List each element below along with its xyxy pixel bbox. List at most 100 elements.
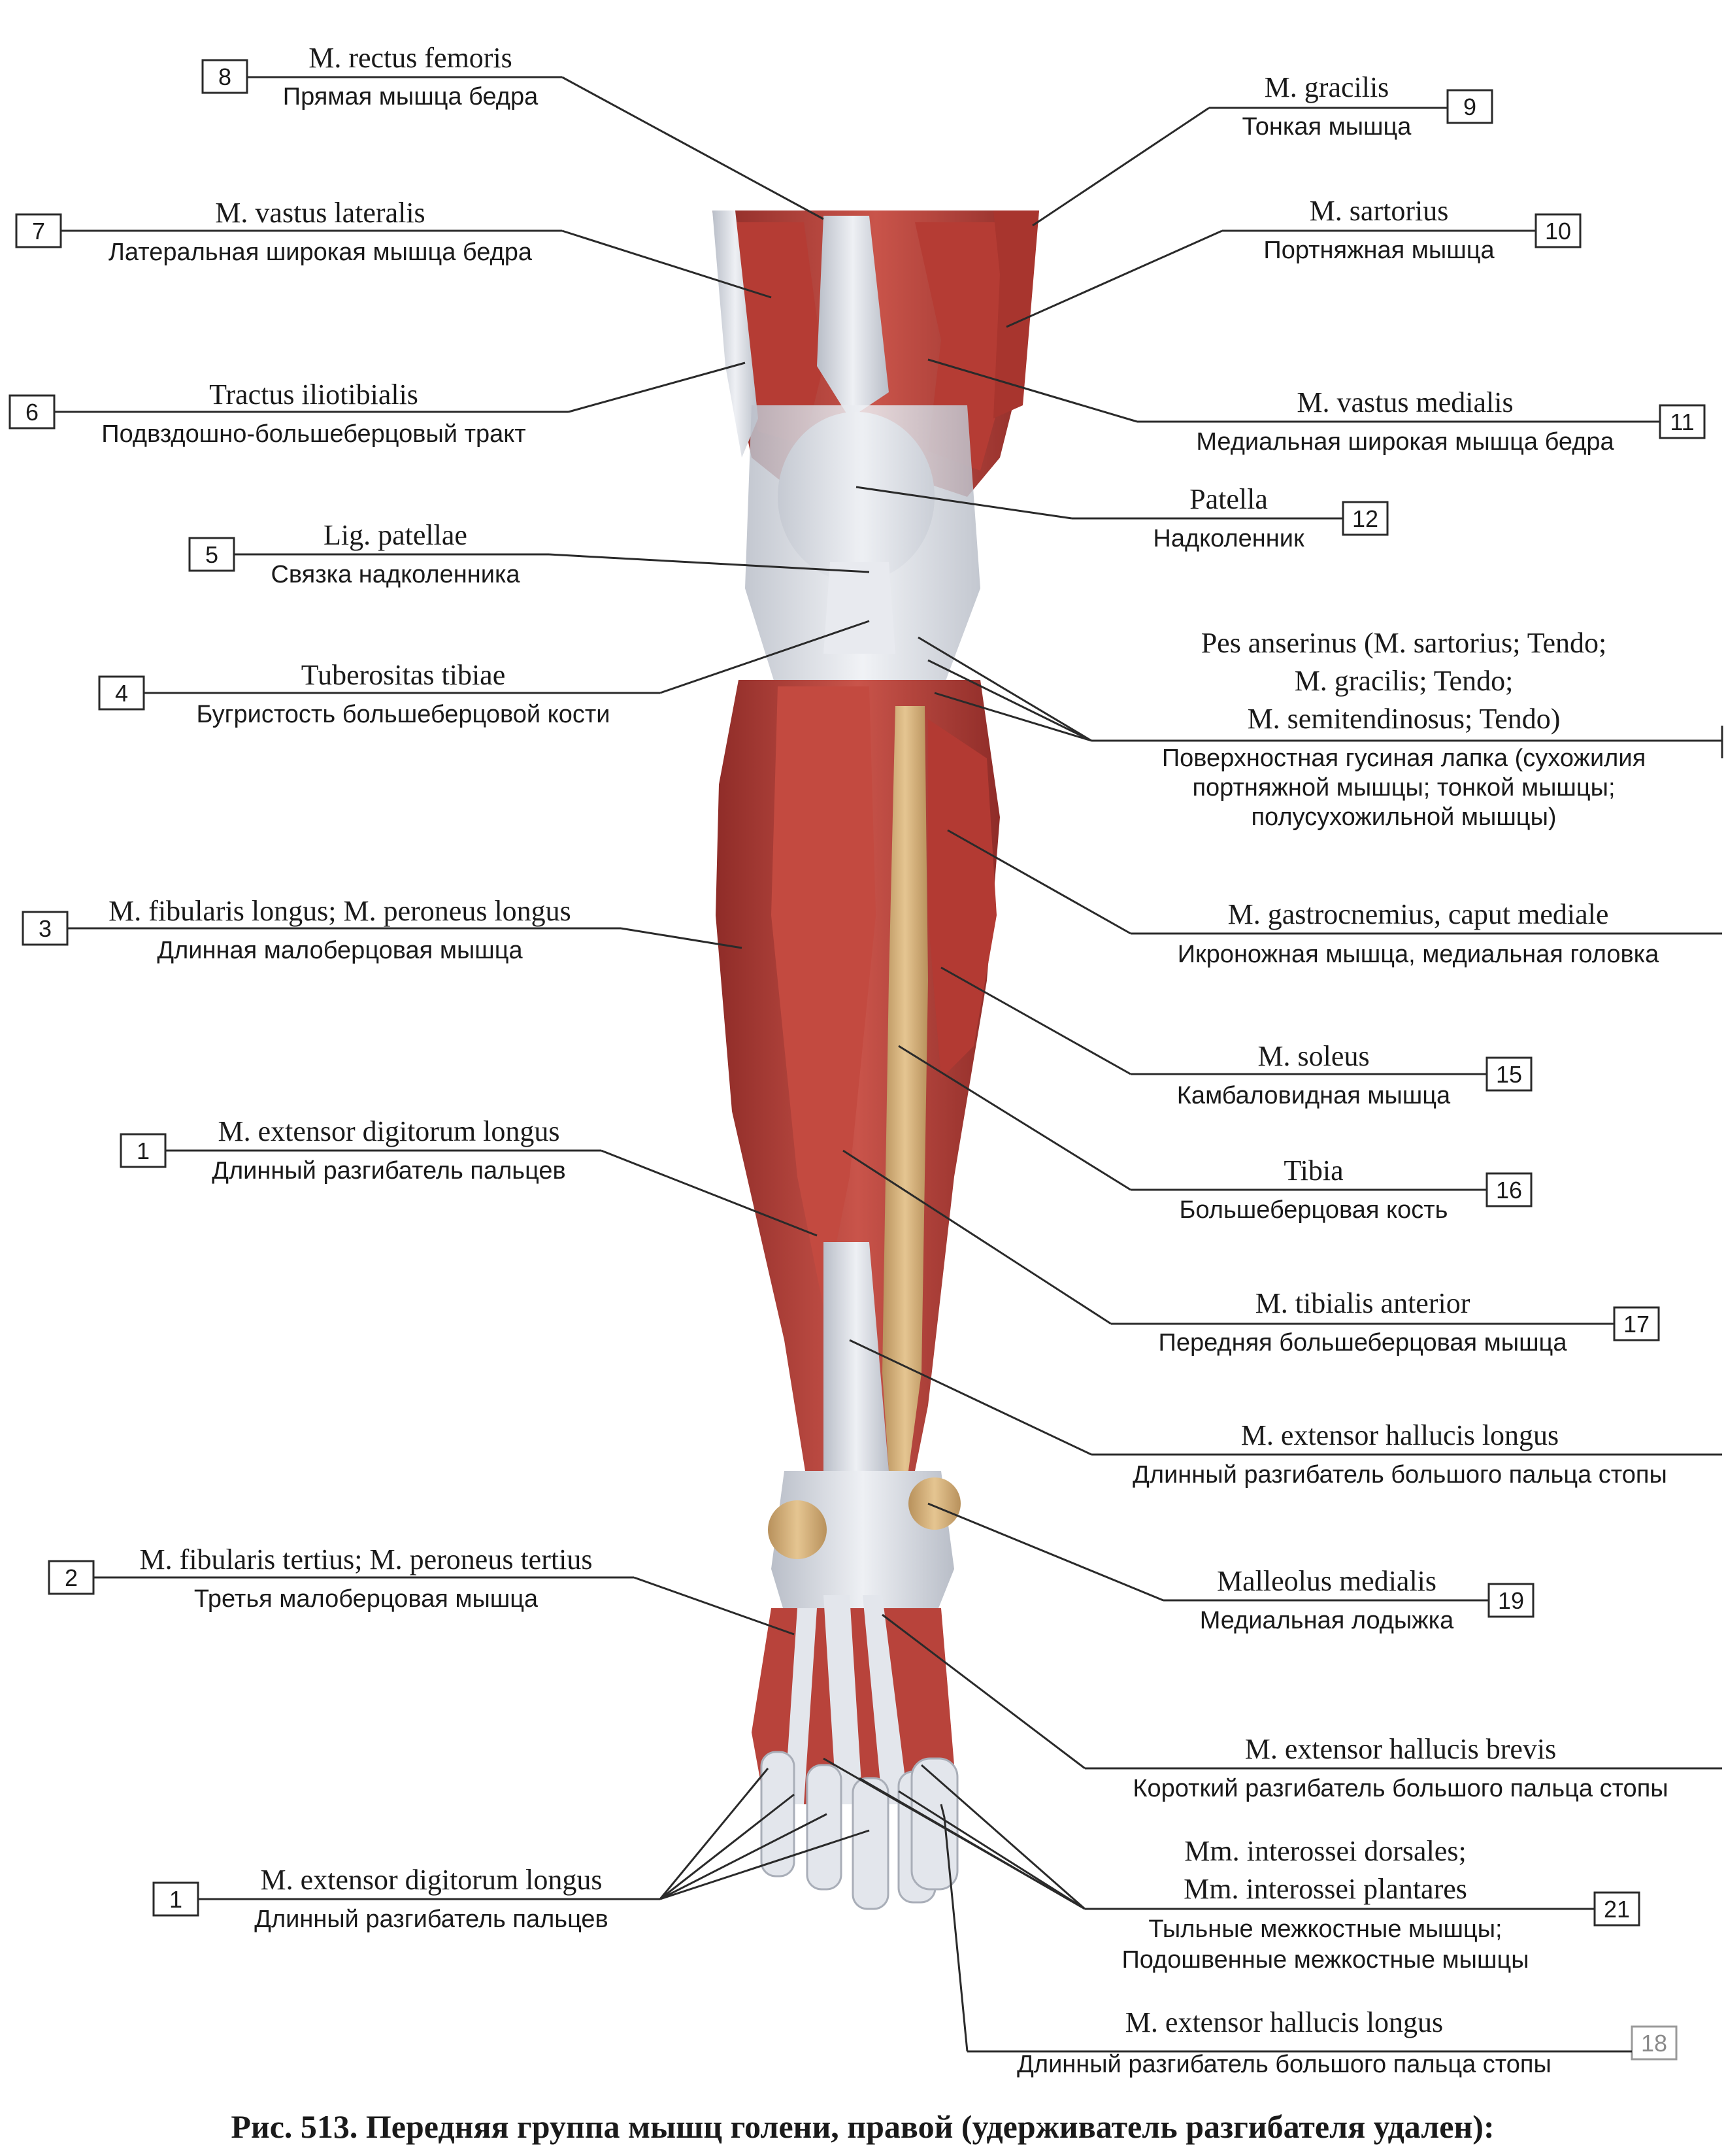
label-russian: Латеральная широкая мышца бедра	[108, 239, 533, 266]
figure-caption: Рис. 513. Передняя группа мышц голени, п…	[231, 2108, 1494, 2145]
label-number: 9	[1463, 93, 1476, 120]
label-number: 4	[115, 680, 128, 707]
label-russian: Икроножная мышца, медиальная головка	[1178, 941, 1659, 968]
label-russian-2: Подошвенные межкостные мышцы	[1121, 1946, 1529, 1974]
label-latin-2: M. gracilis; Tendo;	[1295, 665, 1514, 697]
label-number: 1	[169, 1886, 182, 1913]
label-fibularis-tertius: 2 M. fibularis tertius; M. peroneus tert…	[48, 1543, 634, 1613]
label-malleolus-medialis: 19 Malleolus medialis Медиальная лодыжка	[1163, 1565, 1535, 1634]
label-russian: Тыльные межкостные мышцы;	[1148, 1915, 1502, 1943]
label-latin: Mm. interossei dorsales;	[1184, 1835, 1466, 1867]
label-latin-3: M. semitendinosus; Tendo)	[1248, 703, 1561, 735]
label-latin: Tibia	[1284, 1154, 1343, 1187]
label-number: 3	[39, 915, 52, 942]
label-pes-anserinus: Pes anserinus (M. sartorius; Tendo; M. g…	[1091, 627, 1723, 831]
patellar-ligament	[823, 562, 895, 654]
label-latin: M. extensor hallucis longus	[1125, 2006, 1443, 2038]
label-number: 11	[1670, 409, 1694, 435]
label-number: 5	[205, 541, 218, 568]
label-extensor-hallucis-longus-upper: M. extensor hallucis longus Длинный разг…	[1091, 1419, 1722, 1489]
label-number-box	[1613, 1306, 1660, 1341]
label-latin: Malleolus medialis	[1217, 1565, 1436, 1597]
label-number: 8	[218, 63, 231, 90]
label-tractus-iliotibialis: 6 Tractus iliotibialis Подвздошно-больше…	[8, 379, 569, 448]
label-russian: Длинный разгибатель большого пальца стоп…	[1133, 1461, 1667, 1489]
label-latin: M. soleus	[1257, 1040, 1369, 1072]
label-number-box	[98, 675, 145, 711]
label-number-box	[1446, 89, 1493, 124]
label-latin: M. vastus lateralis	[215, 197, 425, 229]
label-tibia: 16 Tibia Большеберцовая кость	[1131, 1154, 1533, 1224]
label-number-box	[201, 59, 248, 94]
label-latin: M. sartorius	[1310, 195, 1449, 227]
label-russian: Большеберцовая кость	[1180, 1196, 1448, 1224]
toe-3	[852, 1777, 889, 1910]
label-latin: Tuberositas tibiae	[301, 659, 505, 691]
label-number: 16	[1496, 1177, 1522, 1204]
label-russian: Длинная малоберцовая мышца	[157, 937, 523, 964]
label-gracilis: 9 M. gracilis Тонкая мышца	[1209, 71, 1493, 141]
label-vastus-lateralis: 7 M. vastus lateralis Латеральная широка…	[15, 197, 562, 266]
label-latin: Pes anserinus (M. sartorius; Tendo;	[1201, 627, 1607, 659]
label-number: 10	[1545, 218, 1571, 244]
tibialis-anterior-shape	[771, 686, 876, 1307]
knee-capsule	[745, 405, 980, 693]
label-number: 15	[1496, 1061, 1522, 1088]
label-russian: Длинный разгибатель пальцев	[254, 1906, 608, 1933]
label-russian: Длинный разгибатель большого пальца стоп…	[1017, 2051, 1552, 2078]
label-russian: Тонкая мышца	[1242, 113, 1412, 141]
label-extensor-hallucis-longus-lower: 18 M. extensor hallucis longus Длинный р…	[967, 2006, 1678, 2078]
label-tibialis-anterior: 17 M. tibialis anterior Передняя большеб…	[1111, 1287, 1660, 1356]
label-number-box	[1535, 213, 1582, 248]
label-rectus-femoris: 8 M. rectus femoris Прямая мышца бедра	[201, 42, 562, 110]
toe-4	[806, 1764, 842, 1891]
label-number: 19	[1498, 1587, 1524, 1614]
label-latin: M. tibialis anterior	[1255, 1287, 1470, 1319]
iliotibial-tract	[712, 211, 758, 458]
label-latin: M. extensor digitorum longus	[218, 1115, 559, 1147]
label-russian: Бугристость большеберцовой кости	[197, 701, 610, 728]
label-latin-2: Mm. interossei plantares	[1184, 1873, 1467, 1905]
label-russian: Прямая мышца бедра	[283, 83, 539, 110]
label-lig-patellae: 5 Lig. patellae Связка надколенника	[188, 519, 549, 588]
label-latin: M. gastrocnemius, caput mediale	[1228, 898, 1609, 930]
label-russian: Медиальная лодыжка	[1200, 1607, 1454, 1634]
label-extensor-digitorum-longus-upper: 1 M. extensor digitorum longus Длинный р…	[120, 1115, 601, 1185]
label-soleus: 15 M. soleus Камбаловидная мышца	[1131, 1040, 1533, 1109]
toe-5	[760, 1751, 795, 1878]
label-gastrocnemius: M. gastrocnemius, caput mediale Икроножн…	[1131, 898, 1722, 968]
label-russian: Связка надколенника	[271, 561, 520, 588]
label-number-box	[188, 537, 235, 572]
leader-lines	[548, 76, 1223, 2052]
label-latin: M. extensor digitorum longus	[260, 1864, 602, 1896]
label-latin: Lig. patellae	[324, 519, 467, 551]
label-russian: Медиальная широкая мышца бедра	[1196, 428, 1614, 456]
label-number-box	[1485, 1056, 1533, 1092]
label-latin: M. vastus medialis	[1297, 386, 1513, 418]
label-russian: Передняя большеберцовая мышца	[1159, 1329, 1568, 1356]
sartorius-strip	[993, 211, 1039, 418]
tibia-bone	[882, 706, 928, 1471]
label-tuberositas-tibiae: 4 Tuberositas tibiae Бугристость большеб…	[98, 659, 660, 728]
foot-tendons	[784, 1595, 908, 1804]
lateral-malleolus	[768, 1500, 827, 1559]
label-interossei: 21 Mm. interossei dorsales; Mm. inteross…	[1085, 1835, 1640, 1974]
label-number: 2	[65, 1564, 78, 1591]
label-number-box	[1485, 1172, 1533, 1207]
label-russian: Короткий разгибатель большого пальца сто…	[1133, 1775, 1668, 1802]
label-patella: 12 Patella Надколенник	[1072, 483, 1389, 552]
label-extensor-digitorum-longus-lower: 1 M. extensor digitorum longus Длинный р…	[152, 1864, 660, 1933]
label-latin: M. extensor hallucis brevis	[1245, 1733, 1557, 1765]
label-number: 12	[1352, 505, 1378, 532]
label-vastus-medialis: 11 M. vastus medialis Медиальная широкая…	[1137, 386, 1706, 456]
label-latin: Tractus iliotibialis	[209, 379, 418, 411]
medial-malleolus	[908, 1477, 961, 1530]
toes	[760, 1751, 959, 1910]
extensor-tendons	[823, 1242, 889, 1504]
label-sartorius: 10 M. sartorius Портняжная мышца	[1222, 195, 1582, 264]
label-number-box	[1631, 2025, 1678, 2061]
label-russian: Надколенник	[1153, 525, 1304, 552]
label-latin: M. gracilis	[1265, 71, 1389, 103]
label-number-box	[22, 911, 69, 946]
